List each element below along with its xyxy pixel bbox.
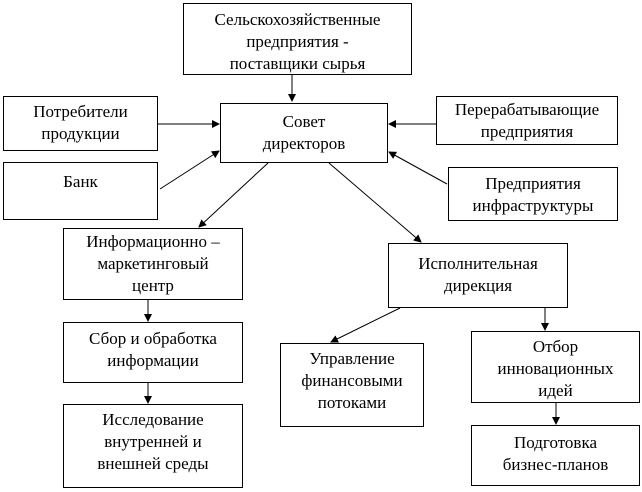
node-label: дирекция xyxy=(443,276,513,295)
node-selection: Отбор инновационных идей xyxy=(471,331,640,403)
node-processing: Перерабатывающие предприятия xyxy=(436,96,618,145)
node-executive: Исполнительная дирекция xyxy=(388,243,568,308)
arrow-executive-finance xyxy=(330,307,401,343)
node-label: внутренней и xyxy=(104,432,202,451)
node-label: потоками xyxy=(317,393,387,412)
arrow-council-info-center xyxy=(198,162,269,228)
node-research: Исследование внутренней и внешней среды xyxy=(63,404,243,488)
node-finance: Управление финансовыми потоками xyxy=(280,343,424,427)
node-label: Перерабатывающие xyxy=(454,100,600,119)
node-label: продукции xyxy=(41,124,120,143)
node-label: идей xyxy=(538,381,573,400)
node-label: Совет xyxy=(282,112,326,131)
node-label: информации xyxy=(107,351,199,370)
node-label: Сбор и обработка xyxy=(89,329,217,348)
node-label: центр xyxy=(132,276,174,295)
node-collection: Сбор и обработка информации xyxy=(63,322,243,383)
node-label: Отбор xyxy=(532,337,579,356)
node-label: внешней среды xyxy=(97,454,209,473)
node-label: Информационно – xyxy=(86,232,220,251)
node-label: Управление xyxy=(309,349,395,368)
node-label: поставщики сырья xyxy=(229,54,366,73)
node-label: Сельскохозяйственные xyxy=(214,10,381,29)
node-label: предприятия - xyxy=(246,32,349,51)
node-label: директоров xyxy=(262,134,346,153)
node-label: Предприятия xyxy=(485,174,581,193)
node-label: Исполнительная xyxy=(418,254,538,273)
node-label: бизнес-планов xyxy=(502,455,609,474)
node-label: финансовыми xyxy=(301,371,403,390)
node-label: Подготовка xyxy=(513,433,598,452)
arrow-infrastructure-council xyxy=(388,151,448,185)
node-info-center: Информационно – маркетинговый центр xyxy=(63,228,243,300)
node-council: Совет директоров xyxy=(220,103,388,163)
node-infrastructure: Предприятия инфраструктуры xyxy=(448,167,618,221)
arrow-bank-council xyxy=(159,150,220,190)
node-label: Банк xyxy=(63,172,98,191)
arrow-council-executive xyxy=(328,162,422,243)
node-label: Исследование xyxy=(102,410,204,429)
node-suppliers: Сельскохозяйственные предприятия - поста… xyxy=(183,3,412,75)
node-label: инновационных xyxy=(497,359,614,378)
node-label: инфраструктуры xyxy=(472,196,594,215)
node-label: маркетинговый xyxy=(97,254,209,273)
node-label: Потребители xyxy=(33,102,128,121)
node-bank: Банк xyxy=(3,162,158,220)
node-label: предприятия xyxy=(480,122,574,141)
node-business-plans: Подготовка бизнес-планов xyxy=(471,425,640,486)
node-consumers: Потребители продукции xyxy=(3,96,158,151)
